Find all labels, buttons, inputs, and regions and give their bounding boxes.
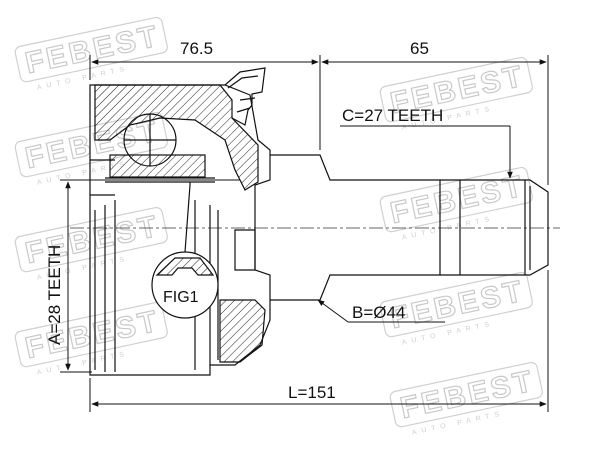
- dimension-total-length: [89, 270, 549, 412]
- dimension-76-5: [89, 55, 321, 150]
- watermark-brand: FEBEST: [387, 170, 527, 231]
- inner-spline-label: C=27 TEETH: [342, 106, 443, 125]
- inner-spline-leader: [340, 125, 513, 179]
- joint-housing: [89, 67, 271, 376]
- watermark-brand: FEBEST: [22, 305, 162, 366]
- watermark-brand: FEBEST: [22, 20, 162, 81]
- watermark-brand: FEBEST: [22, 210, 162, 271]
- dimension-65: [321, 55, 549, 185]
- seal-diameter-leader: [317, 299, 445, 323]
- dimension-76-5-label: 76.5: [180, 39, 213, 58]
- watermark-brand: FEBEST: [397, 365, 537, 426]
- outer-spline-label: A=28 TEETH: [45, 245, 64, 345]
- fig1-label: FIG1: [163, 289, 199, 306]
- stub-shaft: [270, 154, 549, 301]
- dimension-65-label: 65: [410, 39, 429, 58]
- seal-diameter-label: B=Ø44: [352, 303, 405, 322]
- total-length-label: L=151: [288, 383, 336, 402]
- fig1-detail: [151, 182, 219, 319]
- watermark-brand: FEBEST: [387, 275, 527, 336]
- outer-spline-dimension: [60, 179, 240, 373]
